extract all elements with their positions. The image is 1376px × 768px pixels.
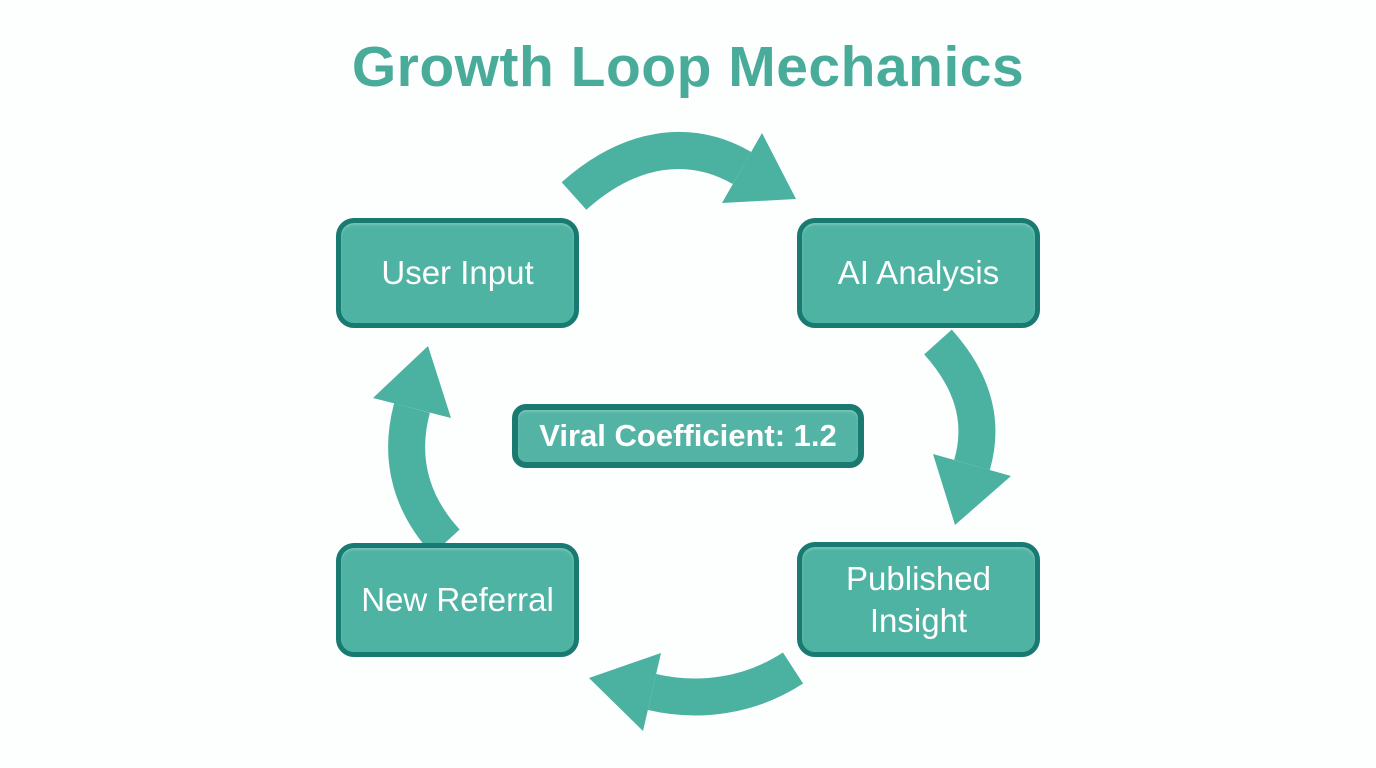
node-user-input-label: User Input bbox=[381, 254, 534, 292]
node-published-insight: Published Insight bbox=[797, 542, 1040, 657]
node-user-input: User Input bbox=[336, 218, 579, 328]
diagram-title: Growth Loop Mechanics bbox=[351, 35, 1025, 99]
viral-coefficient-badge: Viral Coefficient: 1.2 bbox=[512, 404, 864, 468]
arrow-published-insight-to-new-referral bbox=[589, 652, 804, 731]
arrow-ai-analysis-to-published-insight bbox=[923, 329, 1011, 525]
node-ai-analysis: AI Analysis bbox=[797, 218, 1040, 328]
arrow-new-referral-to-user-input bbox=[373, 346, 460, 555]
arrow-user-input-to-ai-analysis bbox=[561, 132, 796, 211]
node-new-referral: New Referral bbox=[336, 543, 579, 657]
node-new-referral-label: New Referral bbox=[361, 581, 554, 619]
viral-coefficient-text: Viral Coefficient: 1.2 bbox=[539, 418, 837, 453]
node-ai-analysis-label: AI Analysis bbox=[837, 254, 1000, 292]
node-published-insight-label: Published Insight bbox=[846, 560, 991, 639]
